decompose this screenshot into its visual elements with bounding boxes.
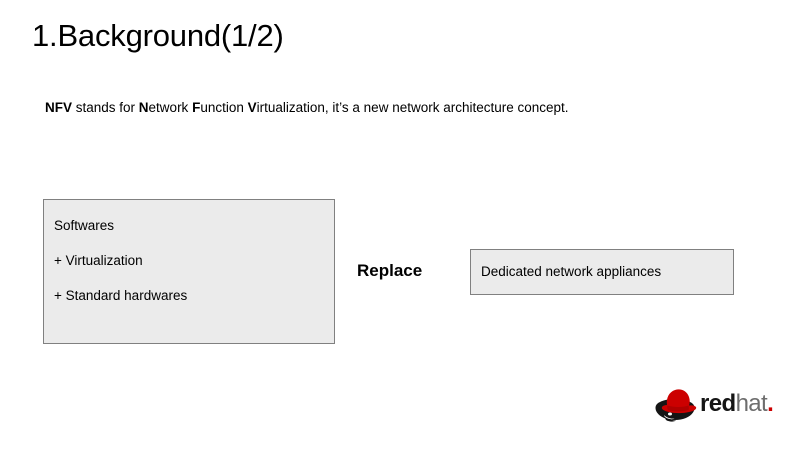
body-sentence-part-7: irtualization, it’s a new network archit…: [256, 100, 569, 115]
right-box-line-1: Dedicated network appliances: [481, 264, 662, 279]
relation-label-replace: Replace: [357, 261, 423, 280]
redhat-shadowman-icon: [655, 389, 697, 422]
left-concept-box: Softwares + Virtualization + Standard ha…: [43, 199, 335, 344]
body-sentence-part-1: stands for: [72, 100, 139, 115]
body-sentence-part-5: unction: [200, 100, 248, 115]
redhat-wordmark: redhat.: [700, 389, 774, 419]
body-sentence-part-0: NFV: [45, 100, 72, 115]
redhat-wordmark-hat: hat: [735, 390, 768, 417]
left-box-line-1: Softwares: [54, 218, 115, 233]
body-sentence-part-6: V: [247, 100, 257, 115]
right-concept-box: Dedicated network appliances: [470, 249, 734, 295]
body-sentence: NFV stands for Network Function Virtuali…: [45, 99, 569, 117]
left-box-line-2: + Virtualization: [54, 253, 143, 268]
body-sentence-part-2: N: [138, 100, 149, 115]
redhat-wordmark-red: red: [700, 390, 736, 417]
page-title: 1.Background(1/2): [32, 18, 284, 53]
body-sentence-part-3: etwork: [148, 100, 193, 115]
redhat-logo: redhat.: [652, 385, 792, 425]
redhat-wordmark-dot: .: [767, 390, 774, 417]
body-sentence-part-4: F: [192, 100, 201, 115]
left-box-line-3: + Standard hardwares: [54, 288, 188, 303]
